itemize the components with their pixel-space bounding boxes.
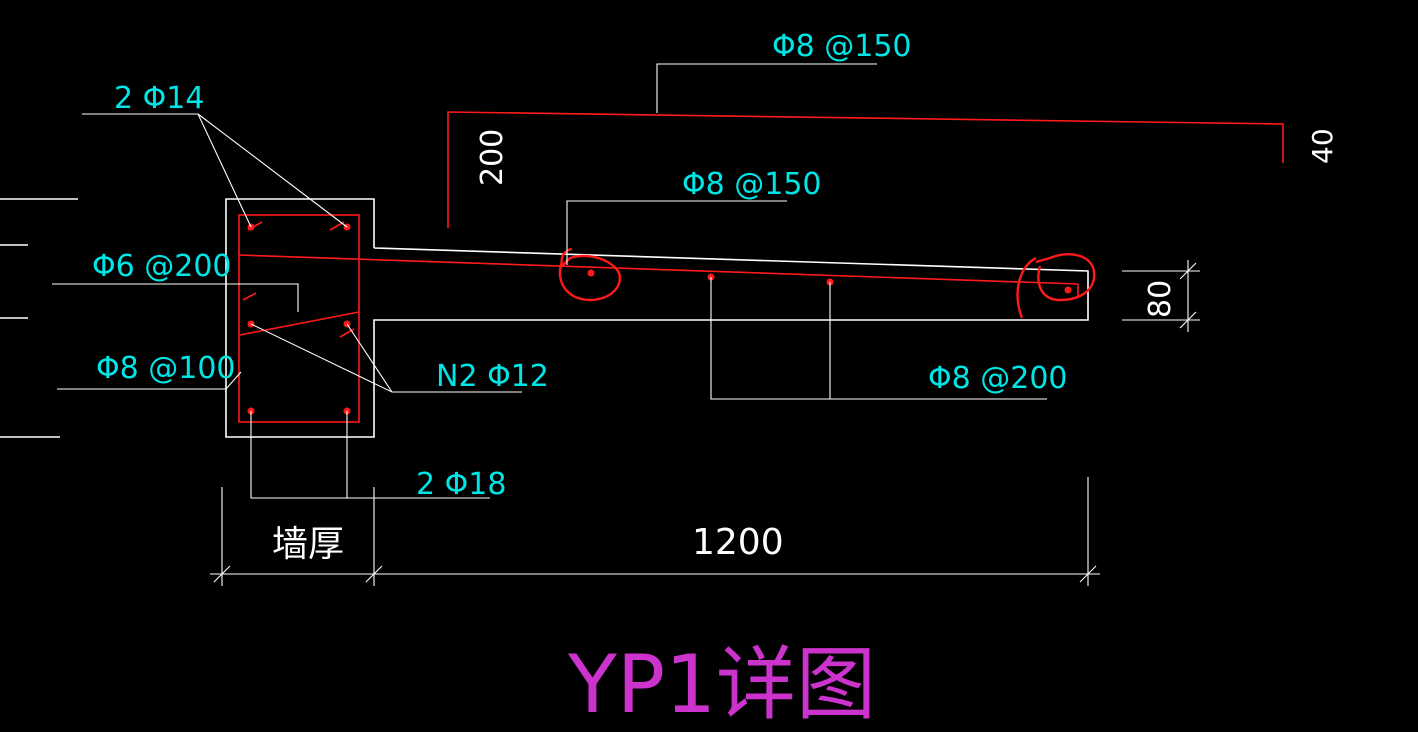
markup-circles: [558, 247, 1096, 319]
dim-thickness-80: 80: [1143, 280, 1178, 318]
concrete-outline: [0, 198, 1089, 438]
drawing-title: YP1详图: [567, 638, 876, 731]
label-dist-rebar: Φ8 @200: [928, 361, 1068, 396]
rebar-dot: [1064, 286, 1072, 294]
label-corner-bars: 2 Φ14: [114, 81, 204, 116]
beam-stirrup: [238, 214, 360, 423]
label-bottom-bars: 2 Φ18: [416, 467, 506, 502]
label-stirrup: Φ8 @100: [96, 351, 236, 386]
dim-edge-40: 40: [1306, 128, 1339, 164]
dim-height-200: 200: [475, 129, 510, 186]
slab-rebar: [238, 111, 1284, 298]
label-n2-bars: N2 Φ12: [436, 359, 549, 394]
rebar-dot: [587, 269, 595, 277]
dim-length: 1200: [692, 522, 784, 563]
dimension-lines: [210, 260, 1200, 586]
leader-lines: [52, 63, 1047, 499]
label-slab-top-rebar: Φ8 @150: [682, 167, 822, 202]
dim-wall-thickness: 墙厚: [272, 524, 344, 565]
label-top-rebar: Φ8 @150: [772, 29, 912, 64]
label-stirrup-small: Φ6 @200: [92, 249, 232, 284]
